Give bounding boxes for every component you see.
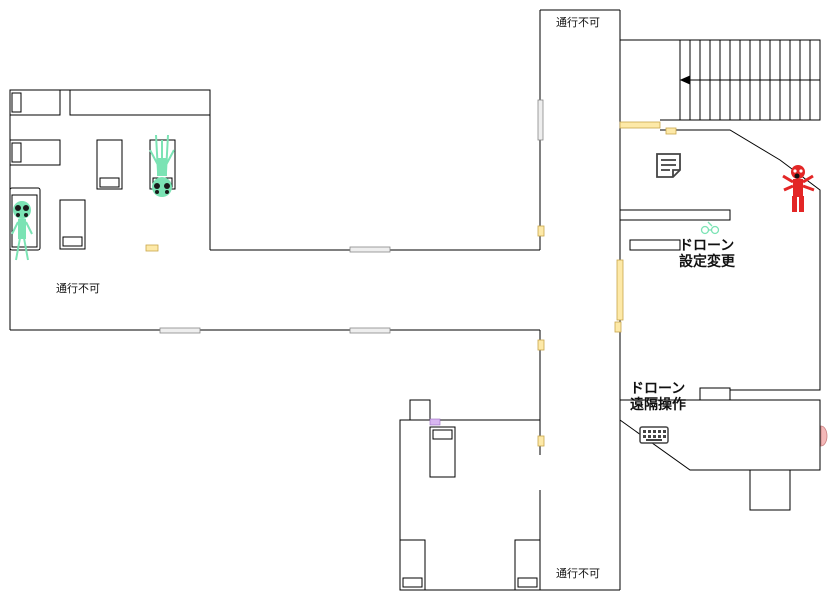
remote-desk: [699, 387, 731, 401]
yellow-door-stairs: [619, 121, 661, 129]
blocked-label-bottom: 通行不可: [556, 567, 600, 580]
remote-room-alcove: [749, 469, 791, 511]
yellow-door-corridor-2: [537, 339, 545, 351]
memo-icon: [656, 153, 681, 178]
yellow-door-upper-room: [145, 244, 159, 252]
drone-settings-line1: ドローン: [679, 238, 735, 254]
window-vertical-corridor: [537, 99, 544, 141]
window-corridor-top: [349, 246, 391, 253]
drone-settings-line2: 設定変更: [679, 254, 735, 271]
green-ghost-icon: [149, 134, 175, 197]
blocked-label-top: 通行不可: [556, 16, 600, 29]
window-corridor-bottom-2: [349, 327, 391, 334]
yellow-door-control-small: [614, 321, 622, 333]
wall-cabinet-top: [69, 89, 211, 116]
drone-settings-station[interactable]: ドローン 設定変更: [679, 238, 735, 270]
door-gap-upper-room: [160, 248, 200, 252]
door-gap-lower-room: [538, 455, 542, 490]
settings-counter: [619, 209, 731, 221]
green-ghost-icon: [11, 201, 33, 261]
bed-lower-1: [429, 426, 456, 478]
arrow-left-icon: [679, 75, 820, 85]
bed-left-4: [59, 199, 86, 250]
bed-lower-2: [399, 539, 426, 591]
yellow-door-corridor-1: [537, 225, 545, 237]
bed-top-left-1: [9, 89, 61, 116]
red-monster-icon: [782, 165, 815, 212]
window-corridor-bottom-1: [159, 327, 201, 334]
drone-remote-line1: ドローン: [630, 381, 686, 397]
blocked-label-left: 通行不可: [56, 282, 100, 295]
bed-lower-3: [514, 539, 541, 591]
lower-room-alcove: [409, 399, 431, 421]
purple-marker: [429, 418, 441, 426]
yellow-door-corridor-3: [537, 435, 545, 447]
glasses-icon: [700, 221, 720, 235]
drone-remote-line2: 遠隔操作: [630, 397, 686, 414]
pink-door-remote-room: [820, 425, 828, 447]
yellow-door-control-room: [616, 259, 624, 321]
bed-top-left-2: [9, 139, 61, 166]
lower-room-wall: [399, 419, 540, 591]
bed-mid-1: [96, 139, 123, 190]
settings-table: [629, 239, 681, 251]
remote-room-wall: [619, 399, 821, 471]
keyboard-icon: [639, 426, 669, 444]
drone-remote-station[interactable]: ドローン 遠隔操作: [630, 381, 686, 413]
yellow-door-stairs-small: [665, 127, 677, 135]
